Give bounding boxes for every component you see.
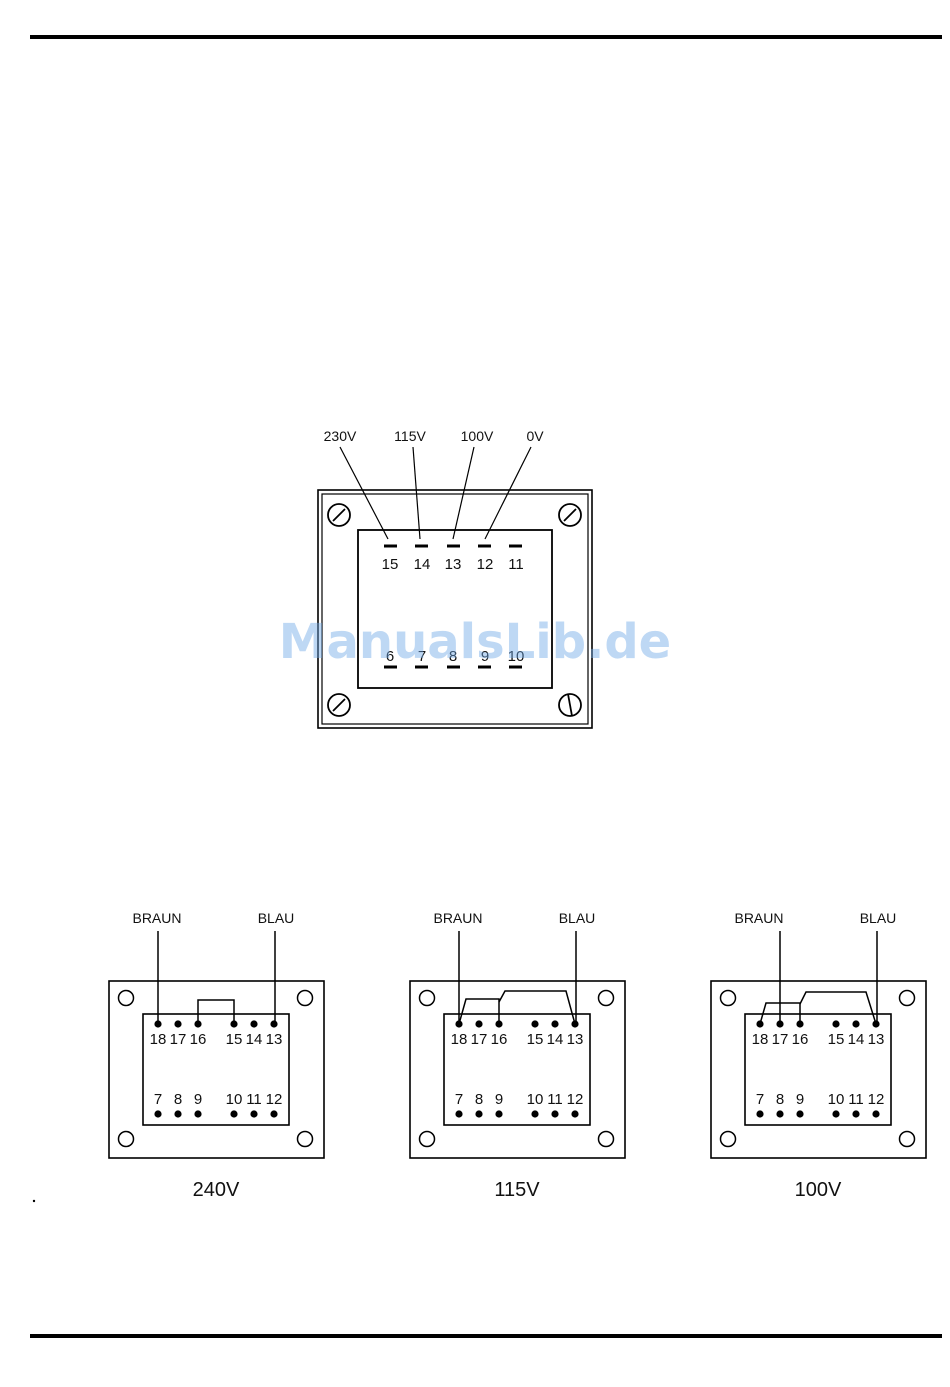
pin-label: 15 — [382, 556, 399, 573]
pin-label: 17 — [471, 1031, 488, 1048]
jumper-wire — [459, 999, 499, 1024]
pin-label: 18 — [451, 1031, 468, 1048]
pin-label: 16 — [491, 1031, 508, 1048]
wiring-config-100v: 18 17 16 15 14 13 7 8 9 10 11 12 BRAUN B… — [711, 910, 926, 1201]
pin-label: 12 — [868, 1091, 885, 1108]
mounting-hole-icon — [420, 1132, 435, 1147]
mounting-hole-icon — [119, 991, 134, 1006]
pin-label: 12 — [266, 1091, 283, 1108]
pin-label: 12 — [477, 556, 494, 573]
pin-label: 8 — [174, 1091, 182, 1108]
board-outline — [711, 981, 926, 1158]
pin-label: 10 — [527, 1091, 544, 1108]
pin-label: 12 — [567, 1091, 584, 1108]
pin-label: 13 — [445, 556, 462, 573]
voltage-label: 100V — [461, 428, 494, 444]
transformer-diagram: 15 14 13 12 11 6 7 8 9 10 230V 115V 100V… — [279, 428, 671, 728]
config-caption: 100V — [795, 1179, 842, 1201]
pin-label: 17 — [170, 1031, 187, 1048]
voltage-label: 115V — [394, 428, 426, 444]
pin-label: 13 — [567, 1031, 584, 1048]
voltage-label: 0V — [526, 428, 544, 444]
voltage-leader-lines — [340, 447, 531, 539]
brown-wire-label: BRAUN — [433, 910, 482, 926]
screw-icon — [559, 504, 581, 526]
pin-label: 18 — [752, 1031, 769, 1048]
pin-label: 10 — [226, 1091, 243, 1108]
pin-label: 11 — [547, 1091, 563, 1108]
blue-wire-label: BLAU — [860, 910, 897, 926]
screw-icon — [328, 504, 350, 526]
pin-label: 14 — [414, 556, 431, 573]
mounting-hole-icon — [721, 1132, 736, 1147]
pin-label: 15 — [828, 1031, 845, 1048]
screw-icon — [559, 694, 581, 716]
pin-label: 10 — [828, 1091, 845, 1108]
mounting-hole-icon — [298, 1132, 313, 1147]
pin-label: 9 — [194, 1091, 202, 1108]
jumper-wire — [800, 992, 876, 1024]
wiring-config-240v: 18 17 16 15 14 13 7 8 9 10 11 12 BRAUN B… — [109, 910, 324, 1201]
brown-wire-label: BRAUN — [132, 910, 181, 926]
pin-label: 18 — [150, 1031, 167, 1048]
pin-label: 9 — [495, 1091, 503, 1108]
pin-label: 14 — [246, 1031, 263, 1048]
blue-wire-label: BLAU — [258, 910, 295, 926]
blue-wire-label: BLAU — [559, 910, 596, 926]
pin-label: 11 — [508, 556, 524, 573]
mounting-hole-icon — [900, 991, 915, 1006]
board-outline — [109, 981, 324, 1158]
mounting-hole-icon — [721, 991, 736, 1006]
pin-label: 11 — [246, 1091, 262, 1108]
pin-label: 7 — [154, 1091, 162, 1108]
pin-label: 8 — [776, 1091, 784, 1108]
mounting-hole-icon — [420, 991, 435, 1006]
config-caption: 115V — [494, 1179, 540, 1201]
pin-label: 13 — [266, 1031, 283, 1048]
mounting-hole-icon — [119, 1132, 134, 1147]
screw-icon — [328, 694, 350, 716]
pin-label: 8 — [475, 1091, 483, 1108]
watermark: ManualsLib.de — [279, 614, 671, 670]
voltage-label: 230V — [324, 428, 357, 444]
pin-label: 17 — [772, 1031, 789, 1048]
board-outline — [410, 981, 625, 1158]
pin-label: 7 — [756, 1091, 764, 1108]
wiring-config-115v: 18 17 16 15 14 13 7 8 9 10 11 12 BRAUN B… — [410, 910, 625, 1201]
pin-label: 16 — [190, 1031, 207, 1048]
pin-label: 16 — [792, 1031, 809, 1048]
jumper-wire — [198, 1000, 234, 1024]
jumper-wire — [499, 991, 575, 1024]
pin-label: 14 — [848, 1031, 865, 1048]
mounting-hole-icon — [599, 991, 614, 1006]
pin-label: 13 — [868, 1031, 885, 1048]
mounting-hole-icon — [900, 1132, 915, 1147]
pin-label: 15 — [226, 1031, 243, 1048]
pin-label: 15 — [527, 1031, 544, 1048]
brown-wire-label: BRAUN — [734, 910, 783, 926]
mounting-hole-icon — [599, 1132, 614, 1147]
mounting-hole-icon — [298, 991, 313, 1006]
config-caption: 240V — [193, 1179, 240, 1201]
stray-mark — [33, 1200, 35, 1202]
pin-label: 14 — [547, 1031, 564, 1048]
transformer-outer-frame — [318, 490, 592, 728]
pin-label: 9 — [796, 1091, 804, 1108]
pin-label: 11 — [848, 1091, 864, 1108]
pin-label: 7 — [455, 1091, 463, 1108]
